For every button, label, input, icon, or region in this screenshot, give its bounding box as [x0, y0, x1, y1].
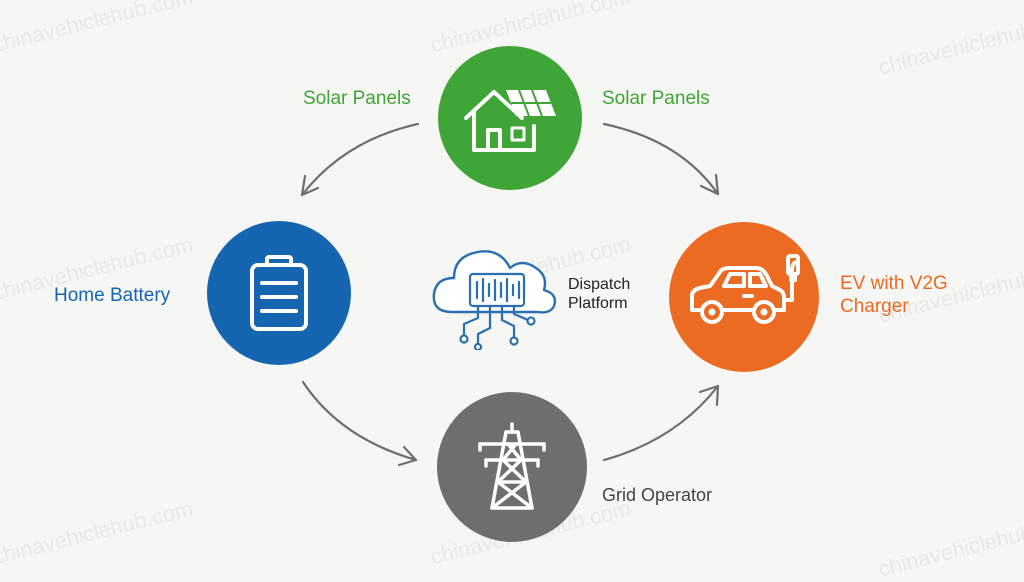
grid-operator-label: Grid Operator: [602, 485, 713, 505]
car-with-charger-icon: [690, 254, 800, 324]
arrowhead-ev: [699, 173, 720, 196]
cloud-circuit-icon: [432, 250, 557, 350]
arrow-battery-to-grid: [301, 380, 418, 462]
solar-panels-label-right: Solar Panels: [602, 88, 710, 109]
transmission-tower-icon: [478, 422, 546, 510]
home-battery-node: [207, 221, 351, 365]
arrowhead-grid: [397, 445, 418, 467]
ev-v2g-charger-node: [669, 222, 819, 372]
home-battery-label: Home Battery: [54, 285, 171, 306]
house-with-solar-panels-icon: [464, 89, 556, 152]
arrow-grid-to-ev: [602, 384, 720, 462]
arrowhead-ev-bottom: [698, 384, 720, 407]
ev-v2g-charger-label: EV with V2G Charger: [840, 273, 948, 317]
arrow-solar-to-ev: [602, 122, 720, 196]
arrowhead-battery: [300, 174, 320, 197]
grid-operator-node: [437, 392, 587, 542]
arrow-group: [300, 122, 720, 467]
solar-node: [438, 46, 582, 190]
arrow-solar-to-battery: [300, 122, 420, 197]
battery-icon: [250, 255, 308, 331]
solar-panels-label-left: Solar Panels: [303, 88, 411, 109]
dispatch-platform-label: Dispatch Platform: [568, 276, 631, 312]
